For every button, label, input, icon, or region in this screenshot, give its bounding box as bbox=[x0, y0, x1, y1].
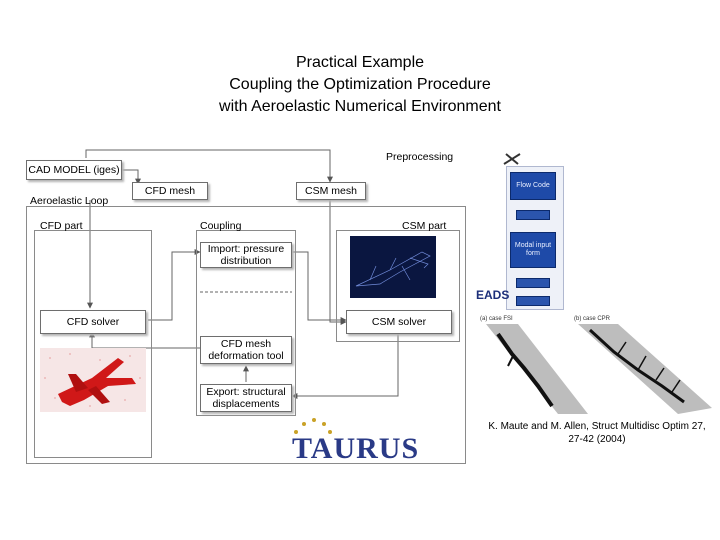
case-cpr-label: (b) case CPR bbox=[574, 316, 611, 322]
eads-logo: EADS bbox=[476, 288, 510, 302]
cfd-mesh-deformation-label: CFD mesh deformation tool bbox=[208, 338, 284, 362]
modal-input-label: Modal input form bbox=[514, 242, 552, 257]
taurus-logo: TAURUS bbox=[292, 418, 457, 466]
cfd-part-panel bbox=[34, 230, 152, 458]
citation-line-2: 27-42 (2004) bbox=[568, 434, 626, 445]
cfd-mesh-label: CFD mesh bbox=[144, 185, 196, 197]
cad-model-label: CAD MODEL (iges) bbox=[28, 164, 120, 176]
citation-line-1: K. Maute and M. Allen, Struct Multidisc … bbox=[488, 421, 706, 432]
flow-connector-box-3 bbox=[516, 296, 550, 306]
flow-code-box: Flow Code bbox=[510, 172, 556, 200]
coupling-label: Coupling bbox=[200, 220, 242, 232]
csm-solver-label: CSM solver bbox=[371, 316, 427, 328]
aeroelastic-loop-label: Aeroelastic Loop bbox=[30, 195, 109, 207]
topology-results-image bbox=[486, 324, 712, 414]
flow-connector-box-2 bbox=[516, 278, 550, 288]
import-pressure-label: Import: pressure distribution bbox=[207, 243, 285, 267]
export-displacements-label: Export: structural displacements bbox=[206, 386, 286, 410]
csm-structure-image bbox=[350, 236, 436, 298]
cfd-part-label: CFD part bbox=[40, 220, 83, 232]
flow-code-label: Flow Code bbox=[516, 182, 550, 189]
export-displacements-box: Export: structural displacements bbox=[200, 384, 292, 412]
modal-input-box: Modal input form bbox=[510, 232, 556, 268]
import-pressure-box: Import: pressure distribution bbox=[200, 242, 292, 268]
csm-part-label: CSM part bbox=[402, 220, 447, 232]
csm-solver-box: CSM solver bbox=[346, 310, 452, 334]
aeroelastic-loop-panel bbox=[26, 206, 466, 464]
taurus-logo-text: TAURUS bbox=[292, 432, 420, 465]
preprocessing-label: Preprocessing bbox=[386, 151, 454, 163]
star-ring-icon bbox=[294, 418, 332, 434]
slide-title: Practical Example Coupling the Optimizat… bbox=[0, 52, 720, 118]
cfd-aircraft-image bbox=[40, 348, 146, 412]
csm-part-panel bbox=[336, 230, 460, 342]
title-line-2: Coupling the Optimization Procedure bbox=[229, 76, 491, 93]
citation: K. Maute and M. Allen, Struct Multidisc … bbox=[478, 420, 716, 446]
cfd-mesh-deformation-box: CFD mesh deformation tool bbox=[200, 336, 292, 364]
title-line-1: Practical Example bbox=[295, 54, 425, 71]
coupling-panel bbox=[196, 230, 296, 416]
title-line-3: with Aeroelastic Numerical Environment bbox=[219, 98, 501, 115]
case-fsi-label: (a) case FSI bbox=[480, 316, 513, 322]
csm-mesh-box: CSM mesh bbox=[296, 182, 366, 200]
dlr-logo-icon bbox=[503, 153, 521, 165]
flow-connector-box-1 bbox=[516, 210, 550, 220]
cfd-solver-box: CFD solver bbox=[40, 310, 146, 334]
cad-model-box: CAD MODEL (iges) bbox=[26, 160, 122, 180]
csm-mesh-label: CSM mesh bbox=[305, 185, 357, 197]
cfd-mesh-box: CFD mesh bbox=[132, 182, 208, 200]
cfd-solver-label: CFD solver bbox=[66, 316, 120, 328]
